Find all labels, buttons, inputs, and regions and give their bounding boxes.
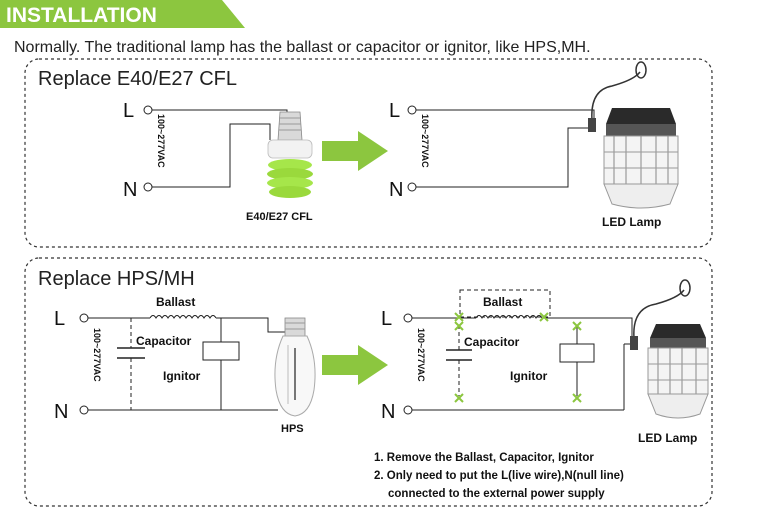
cfl-voltage-label: 100~277VAC bbox=[156, 114, 166, 168]
cfl-terminal-l: L bbox=[123, 100, 134, 122]
hps-led-capacitor-label: Capacitor bbox=[464, 335, 520, 349]
hps-voltage-label: 100~277VAC bbox=[92, 328, 102, 382]
cfl-led-circuit bbox=[407, 105, 595, 192]
hps-led-ignitor-label: Ignitor bbox=[510, 369, 548, 383]
cfl-led-terminal-l: L bbox=[389, 100, 400, 122]
remove-marks bbox=[454, 312, 582, 403]
hps-terminal-l: L bbox=[54, 308, 65, 330]
panel-cfl-title: Replace E40/E27 CFL bbox=[38, 68, 237, 90]
hps-led-terminal-n: N bbox=[381, 401, 395, 423]
hps-ignitor-label: Ignitor bbox=[163, 369, 201, 383]
cfl-led-terminal-n: N bbox=[389, 179, 403, 201]
header-banner bbox=[0, 0, 245, 28]
note-1: 1. Remove the Ballast, Capacitor, Ignito… bbox=[374, 452, 594, 464]
intro-text: Normally. The traditional lamp has the b… bbox=[14, 39, 591, 56]
led-lamp-label-1: LED Lamp bbox=[602, 215, 661, 229]
led-lamp-icon-2 bbox=[630, 279, 709, 419]
cfl-terminal-n: N bbox=[123, 179, 137, 201]
cfl-arrow-icon bbox=[322, 131, 388, 171]
hps-arrow-icon bbox=[322, 345, 388, 385]
note-2: 2. Only need to put the L(live wire),N(n… bbox=[374, 470, 624, 482]
hps-terminal-n: N bbox=[54, 401, 68, 423]
hps-led-voltage-label: 100~277VAC bbox=[416, 328, 426, 382]
hps-ballast-label: Ballast bbox=[156, 295, 195, 309]
led-lamp-label-2: LED Lamp bbox=[638, 431, 697, 445]
panel-hps-frame bbox=[24, 257, 713, 507]
panel-hps-title: Replace HPS/MH bbox=[38, 268, 195, 290]
header-title: INSTALLATION bbox=[6, 4, 157, 27]
hps-led-terminal-l: L bbox=[381, 308, 392, 330]
cfl-bulb-icon bbox=[267, 111, 313, 198]
hps-capacitor-label: Capacitor bbox=[136, 334, 192, 348]
cfl-led-voltage-label: 100~277VAC bbox=[420, 114, 430, 168]
hps-bulb-icon bbox=[274, 317, 316, 417]
note-3: connected to the external power supply bbox=[388, 488, 605, 500]
hps-bulb-label: HPS bbox=[281, 423, 304, 435]
led-lamp-icon-1 bbox=[588, 61, 679, 209]
hps-circuit bbox=[79, 313, 294, 415]
hps-led-ballast-label: Ballast bbox=[483, 295, 522, 309]
cfl-bulb-label: E40/E27 CFL bbox=[246, 211, 313, 223]
